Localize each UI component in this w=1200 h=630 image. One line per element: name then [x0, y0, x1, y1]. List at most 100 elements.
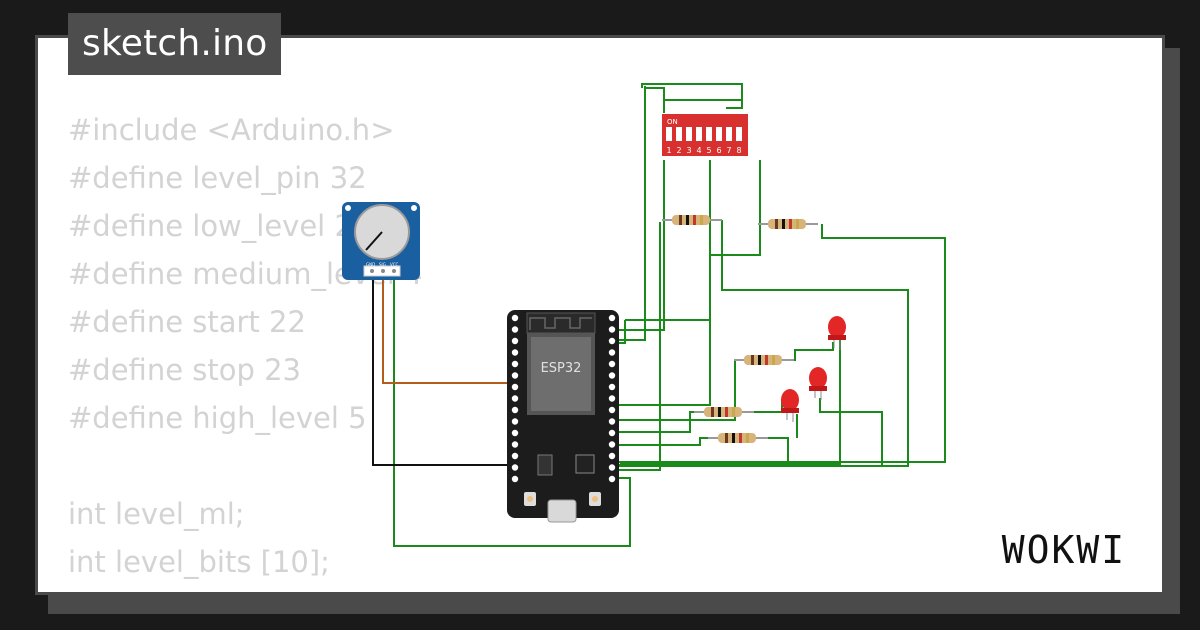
- resistor-band: [686, 215, 689, 225]
- pot-pin: [381, 269, 385, 273]
- led-base: [828, 335, 846, 340]
- gpio-pin: [608, 395, 616, 402]
- resistor-band: [751, 355, 754, 365]
- gpio-pin: [608, 475, 616, 483]
- resistor[interactable]: [694, 407, 754, 417]
- resistor-band: [746, 433, 749, 443]
- wire-green: [610, 220, 909, 467]
- left-pin-header: [511, 314, 519, 483]
- right-pin-header: [608, 314, 616, 483]
- gpio-pin: [511, 441, 519, 448]
- resistor[interactable]: [662, 215, 722, 225]
- pot-pin-label: GND: [366, 262, 375, 267]
- gpio-pin: [511, 395, 519, 402]
- regulator-chip: [537, 454, 553, 476]
- code-line: int level_ml;: [68, 497, 245, 531]
- wires: [372, 83, 946, 547]
- wire-green: [612, 437, 718, 446]
- dip-number: 3: [686, 146, 691, 155]
- resistor[interactable]: [734, 355, 794, 365]
- wokwi-wordmark: WOKWI: [1002, 528, 1126, 572]
- gpio-pin: [608, 349, 616, 356]
- gpio-pin: [511, 429, 519, 437]
- code-line: #define stop 23: [68, 353, 302, 387]
- esp32-board[interactable]: ESP32: [507, 310, 619, 523]
- led-red: [809, 367, 827, 389]
- gpio-pin: [608, 429, 616, 437]
- resistor-body: [744, 355, 782, 365]
- led[interactable]: [809, 367, 827, 400]
- dip-number: 7: [726, 146, 731, 155]
- dip-lever[interactable]: [736, 127, 742, 141]
- potentiometer-indicator: [365, 231, 383, 251]
- mount-hole: [345, 205, 351, 211]
- gpio-pin: [608, 326, 616, 333]
- dip-lever[interactable]: [696, 127, 702, 141]
- dip-lever[interactable]: [666, 127, 672, 141]
- resistor-band: [796, 219, 799, 229]
- dip-lever[interactable]: [706, 127, 712, 141]
- wire-brown: [382, 274, 514, 384]
- resistor-band: [725, 407, 728, 417]
- pot-pin: [392, 269, 396, 273]
- reset-button-cap: [592, 496, 598, 502]
- dip-lever[interactable]: [716, 127, 722, 141]
- potentiometer[interactable]: GND SIG VCC: [342, 202, 420, 280]
- wokwi-logo: WOKWI: [1002, 528, 1126, 572]
- resistors: [662, 215, 818, 443]
- gpio-pin: [608, 383, 616, 391]
- led[interactable]: [781, 389, 799, 422]
- wire-black: [372, 274, 514, 466]
- dip-number: 2: [676, 146, 681, 155]
- dip-number: 1: [666, 146, 671, 155]
- resistor-body: [768, 219, 806, 229]
- gpio-pin: [608, 441, 616, 448]
- gpio-pin: [608, 337, 616, 345]
- resistor-band: [725, 433, 728, 443]
- wire-green: [612, 222, 661, 471]
- code-line: #define low_level 2: [68, 209, 353, 243]
- mount-hole: [411, 205, 417, 211]
- file-tab[interactable]: sketch.ino: [68, 13, 282, 75]
- gpio-pin: [608, 314, 616, 322]
- led-base: [809, 386, 827, 391]
- resistor-band: [739, 433, 742, 443]
- led-red: [781, 389, 799, 411]
- dip-lever[interactable]: [726, 127, 732, 141]
- dip-number: 8: [736, 146, 741, 155]
- resistor-body: [704, 407, 742, 417]
- esp32-module: [531, 337, 591, 411]
- resistor-body: [718, 433, 756, 443]
- boot-button-cap: [527, 496, 533, 502]
- gpio-pin: [511, 349, 519, 356]
- dip-number: 5: [706, 146, 711, 155]
- wire-green: [610, 86, 646, 341]
- gpio-pin: [511, 314, 519, 322]
- usb-port: [547, 499, 577, 523]
- resistor-band: [693, 215, 696, 225]
- antenna-trace: [529, 317, 592, 330]
- led-base: [781, 408, 799, 413]
- gpio-pin: [608, 452, 616, 460]
- wire-green: [618, 398, 883, 467]
- code-line: #include <Arduino.h>: [68, 113, 395, 147]
- resistor-band: [679, 215, 682, 225]
- resistor-band: [765, 355, 768, 365]
- dip-lever[interactable]: [676, 127, 682, 141]
- dip-levers: [666, 127, 742, 141]
- resistor-band: [775, 219, 778, 229]
- led[interactable]: [828, 316, 846, 350]
- wire-green: [610, 224, 946, 463]
- gpio-pin: [511, 475, 519, 483]
- resistor[interactable]: [708, 433, 768, 443]
- resistor-band: [758, 355, 761, 365]
- usb-serial-chip: [575, 454, 595, 474]
- esp32-label: ESP32: [541, 361, 582, 376]
- pot-pin-label: SIG: [379, 262, 386, 267]
- resistor[interactable]: [758, 219, 818, 229]
- resistor-band: [718, 407, 721, 417]
- dip-lever[interactable]: [686, 127, 692, 141]
